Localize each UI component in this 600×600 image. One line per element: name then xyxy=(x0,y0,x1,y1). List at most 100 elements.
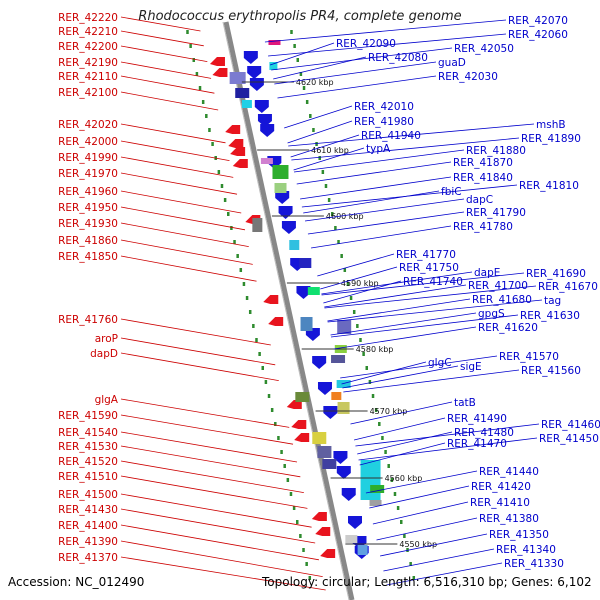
gene-label-right: RER_41620 xyxy=(478,322,538,334)
gene-leader-right xyxy=(290,134,360,158)
gene-label-left: RER_41430 xyxy=(58,504,118,516)
track-dot xyxy=(315,142,318,146)
gene-leader-left xyxy=(120,445,301,478)
gene-label-left: RER_41500 xyxy=(58,489,118,501)
gene-feature-block xyxy=(235,88,250,98)
gene-label-right: RER_41840 xyxy=(453,172,513,184)
gene-leader-left xyxy=(120,156,234,178)
track-dot xyxy=(384,450,387,454)
gene-leader-right xyxy=(307,211,465,235)
gene-label-right: RER_42070 xyxy=(508,15,568,27)
gene-leader-left xyxy=(120,431,298,463)
track-dot xyxy=(387,464,390,468)
track-dot xyxy=(318,156,321,160)
track-dot xyxy=(349,296,353,300)
track-dot xyxy=(293,44,296,48)
track-dot xyxy=(340,254,343,258)
gene-label-right: RER_41330 xyxy=(504,558,564,570)
forward-gene-arrow xyxy=(333,451,348,464)
track-dot xyxy=(274,422,277,426)
reverse-gene-arrow xyxy=(232,159,248,168)
track-dot xyxy=(277,436,280,440)
gene-label-right: RER_42080 xyxy=(368,52,428,64)
forward-gene-arrow xyxy=(243,51,258,64)
gene-leader-right xyxy=(264,19,507,43)
gene-leader-right xyxy=(301,184,518,208)
gene-label-right: sigE xyxy=(460,361,482,373)
gene-leader-right xyxy=(333,326,477,350)
track-dot xyxy=(359,338,362,342)
track-dot xyxy=(227,212,230,216)
track-dot xyxy=(299,72,303,76)
gene-label-left: RER_41390 xyxy=(58,536,118,548)
track-dot xyxy=(252,324,255,328)
track-dot xyxy=(356,324,359,328)
gene-leader-right xyxy=(353,417,446,441)
kbp-label: 4550 kbp xyxy=(399,540,437,549)
gene-leader-right xyxy=(327,298,471,322)
gene-label-right: RER_41560 xyxy=(521,365,581,377)
reverse-gene-arrow xyxy=(263,295,279,304)
gene-leader-left xyxy=(120,239,253,265)
gene-feature-block xyxy=(274,183,287,193)
map-title: Rhodococcus erythropolis PR4, complete g… xyxy=(138,9,462,24)
gene-label-right: typA xyxy=(366,143,391,155)
gene-label-left: RER_41990 xyxy=(58,152,118,164)
gene-leader-right xyxy=(293,149,465,173)
gene-label-right: RER_41940 xyxy=(361,130,421,142)
gene-label-right: RER_41980 xyxy=(354,116,414,128)
gene-label-right: RER_42090 xyxy=(336,38,396,50)
gene-leader-right xyxy=(269,42,335,66)
gene-leader-right xyxy=(342,365,459,389)
track-dot xyxy=(400,520,403,524)
gene-leader-right xyxy=(287,120,353,144)
track-dot xyxy=(280,450,283,454)
gene-feature-block xyxy=(229,72,246,84)
gene-feature-block xyxy=(260,158,273,164)
track-dot xyxy=(296,58,300,62)
gene-leader-right xyxy=(386,562,503,586)
kbp-label: 4610 kbp xyxy=(311,146,349,155)
gene-label-right: RER_41680 xyxy=(472,294,532,306)
gene-leader-right xyxy=(288,123,535,147)
forward-gene-arrow xyxy=(348,516,362,529)
gene-label-right: RER_41490 xyxy=(447,413,507,425)
gene-feature-block xyxy=(331,355,346,363)
gene-feature-block xyxy=(337,402,350,414)
gene-label-right: RER_41700 xyxy=(468,280,528,292)
track-dot xyxy=(309,114,312,118)
gene-label-left: RER_41510 xyxy=(58,471,118,483)
gene-feature-block xyxy=(360,460,381,500)
gene-label-left: RER_41760 xyxy=(58,314,118,326)
kbp-label: 4580 kbp xyxy=(356,345,394,354)
gene-label-left: RER_41530 xyxy=(58,441,118,453)
gene-leader-right xyxy=(293,147,365,171)
gene-label-left: RER_42000 xyxy=(58,136,118,148)
gene-leader-left xyxy=(120,508,316,544)
forward-gene-arrow xyxy=(275,191,290,204)
gene-leader-left xyxy=(120,30,204,47)
track-dot xyxy=(327,198,331,202)
gene-label-right: RER_41450 xyxy=(539,433,599,445)
gene-leader-left xyxy=(120,61,212,79)
gene-leader-right xyxy=(383,548,495,572)
gene-leader-left xyxy=(120,414,294,445)
reverse-gene-arrow xyxy=(212,68,228,77)
gene-label-left: RER_42210 xyxy=(58,26,118,38)
gene-leader-right xyxy=(343,369,520,393)
gene-label-right: RER_41570 xyxy=(499,351,559,363)
gene-label-left: RER_41970 xyxy=(58,168,118,180)
gene-feature-block xyxy=(295,392,310,402)
track-dot xyxy=(189,44,192,48)
gene-leader-right xyxy=(321,272,525,296)
track-dot xyxy=(299,534,302,538)
gene-leader-left xyxy=(120,524,319,561)
genome-backbone-edge xyxy=(222,21,350,600)
track-dot xyxy=(302,86,306,90)
gene-leader-right xyxy=(317,253,395,277)
reverse-gene-arrow xyxy=(320,549,336,558)
forward-gene-arrow xyxy=(296,286,311,299)
gene-label-right: dapC xyxy=(466,194,493,206)
gene-label-right: RER_42030 xyxy=(438,71,498,83)
gene-label-left: RER_42220 xyxy=(58,12,118,24)
